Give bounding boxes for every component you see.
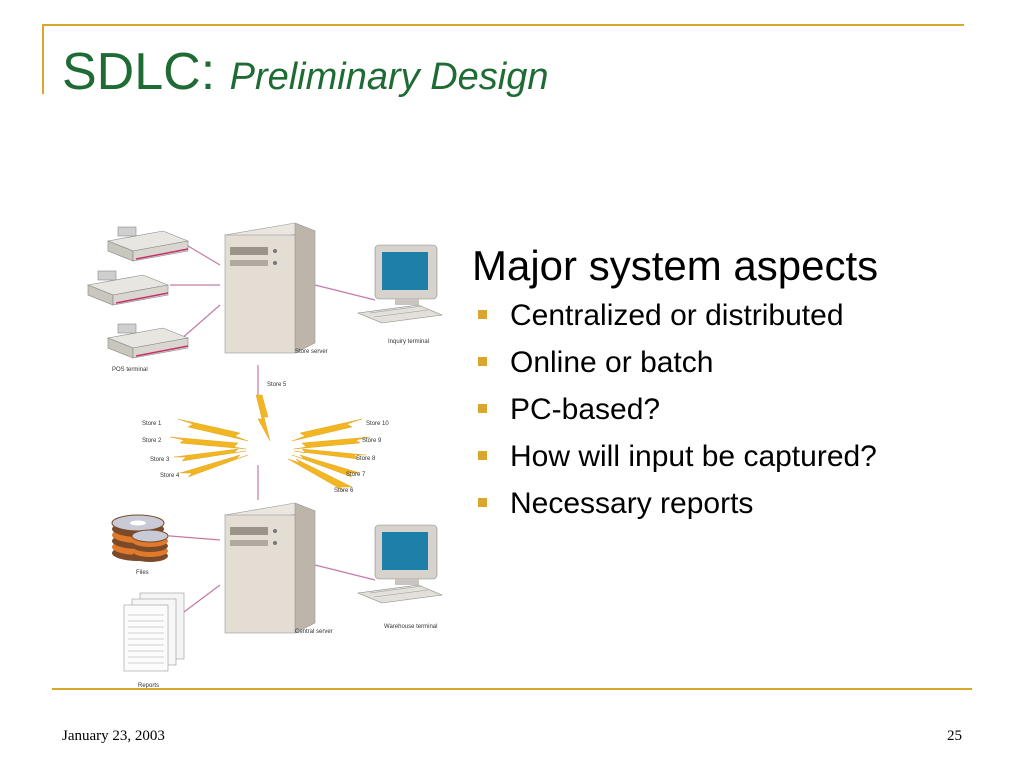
label-files: Files (136, 570, 149, 576)
bullet-square-icon (478, 451, 487, 460)
list-item: Necessary reports (472, 486, 952, 522)
bullet-text: Centralized or distributed (510, 299, 844, 332)
list-item: Centralized or distributed (472, 298, 952, 334)
label-store9: Store 9 (362, 438, 382, 444)
lightning-icon (169, 394, 371, 492)
top-rule (42, 24, 964, 26)
slide-title: SDLC: Preliminary Design (62, 40, 549, 109)
list-item: Online or batch (472, 345, 952, 381)
footer-date: January 23, 2003 (62, 728, 165, 744)
reports-icon (123, 592, 185, 672)
label-store1: Store 1 (142, 421, 162, 427)
files-icon (111, 514, 169, 562)
label-store6: Store 6 (334, 488, 354, 494)
label-store2: Store 2 (142, 438, 162, 444)
label-pos-terminal: POS terminal (112, 367, 148, 373)
bullet-square-icon (478, 498, 487, 507)
central-server-icon (223, 502, 317, 634)
label-warehouse-terminal: Warehouse terminal (384, 624, 437, 630)
bullet-text: PC-based? (510, 393, 661, 426)
bullet-square-icon (478, 357, 487, 366)
warehouse-terminal-icon (356, 524, 444, 604)
pos-terminal-icon (86, 226, 190, 359)
list-item: How will input be captured? (472, 439, 952, 475)
bullet-text: Online or batch (510, 346, 714, 379)
content-panel: Major system aspects Centralized or dist… (472, 240, 952, 533)
bullet-text: Necessary reports (510, 487, 754, 520)
bullet-text: How will input be captured? (510, 440, 877, 473)
footer-rule (52, 688, 972, 690)
bullet-list: Centralized or distributed Online or bat… (472, 298, 952, 522)
label-inquiry-terminal: Inquiry terminal (388, 339, 429, 345)
label-store10: Store 10 (366, 421, 389, 427)
bullet-square-icon (478, 404, 487, 413)
label-store-server: Store server (295, 349, 328, 355)
page-number: 25 (947, 728, 962, 744)
store-server-icon (223, 222, 317, 354)
content-heading: Major system aspects (472, 242, 879, 289)
label-store7: Store 7 (346, 472, 366, 478)
list-item: PC-based? (472, 392, 952, 428)
label-reports: Reports (138, 683, 159, 689)
label-store5: Store 5 (267, 382, 287, 388)
bullet-square-icon (478, 310, 487, 319)
label-store3: Store 3 (150, 457, 170, 463)
left-rule (42, 24, 44, 94)
network-diagram: POS terminal Store server Inquiry termin… (86, 222, 444, 689)
label-central-server: Central server (295, 629, 333, 635)
label-store8: Store 8 (356, 456, 376, 462)
label-store4: Store 4 (160, 473, 180, 479)
title-main: SDLC: (62, 43, 216, 101)
inquiry-terminal-icon (356, 244, 444, 324)
title-sub: Preliminary Design (229, 56, 549, 98)
